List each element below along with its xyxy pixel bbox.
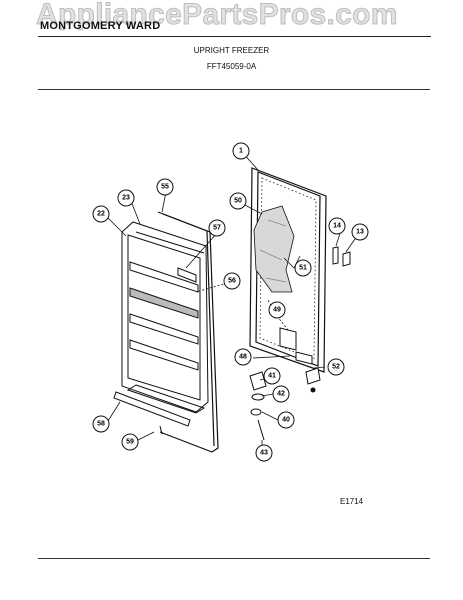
callout-label: 48 bbox=[239, 354, 247, 361]
callout-43: 43 bbox=[255, 444, 273, 462]
figure-code: E1714 bbox=[340, 497, 364, 506]
brand-name: MONTGOMERY WARD bbox=[40, 20, 161, 32]
top-divider bbox=[38, 89, 430, 90]
inner-door-liner bbox=[121, 221, 209, 414]
callout-49: 49 bbox=[268, 301, 286, 319]
callout-label: 43 bbox=[260, 450, 268, 457]
callout-59: 59 bbox=[121, 433, 139, 451]
door-plate bbox=[279, 327, 297, 351]
callout-label: 49 bbox=[273, 307, 281, 314]
callout-23: 23 bbox=[117, 189, 135, 207]
callout-label: 57 bbox=[213, 225, 221, 232]
handle-caps bbox=[332, 246, 351, 267]
callout-label: 59 bbox=[126, 439, 134, 446]
callout-label: 52 bbox=[332, 364, 340, 371]
watermark-text: AppliancePartsPros.com bbox=[36, 0, 398, 32]
callout-label: 1 bbox=[239, 148, 243, 155]
callout-52: 52 bbox=[327, 358, 345, 376]
callout-13: 13 bbox=[351, 223, 369, 241]
callout-1: 1 bbox=[232, 142, 250, 160]
callout-48: 48 bbox=[234, 348, 252, 366]
callout-label: 50 bbox=[234, 198, 242, 205]
callout-label: 13 bbox=[356, 229, 364, 236]
callout-label: 14 bbox=[333, 223, 341, 230]
callout-label: 51 bbox=[299, 265, 307, 272]
door-breaker-strip bbox=[113, 391, 191, 427]
callout-label: 40 bbox=[282, 417, 290, 424]
callout-label: 23 bbox=[122, 195, 130, 202]
callout-56: 56 bbox=[223, 272, 241, 290]
callout-label: 22 bbox=[97, 211, 105, 218]
door-insulation bbox=[253, 205, 295, 293]
callout-41: 41 bbox=[263, 367, 281, 385]
header-rule bbox=[38, 36, 431, 37]
callout-22: 22 bbox=[92, 205, 110, 223]
callout-label: 41 bbox=[268, 373, 276, 380]
callout-42: 42 bbox=[272, 385, 290, 403]
callout-14: 14 bbox=[328, 217, 346, 235]
diagram-title: UPRIGHT FREEZER bbox=[193, 46, 270, 55]
callout-51: 51 bbox=[294, 259, 312, 277]
callout-40: 40 bbox=[277, 411, 295, 429]
callout-55: 55 bbox=[156, 178, 174, 196]
callout-58: 58 bbox=[92, 415, 110, 433]
callout-50: 50 bbox=[229, 192, 247, 210]
outer-door-panel bbox=[249, 167, 327, 373]
callout-label: 42 bbox=[277, 391, 285, 398]
model-number: FFT45059-0A bbox=[206, 62, 257, 71]
callout-label: 58 bbox=[97, 421, 105, 428]
callout-57: 57 bbox=[208, 219, 226, 237]
callout-label: 55 bbox=[161, 184, 169, 191]
callout-label: 56 bbox=[228, 278, 236, 285]
door-gasket bbox=[157, 211, 219, 453]
bottom-divider bbox=[38, 558, 430, 559]
hinge-hardware bbox=[159, 351, 321, 441]
